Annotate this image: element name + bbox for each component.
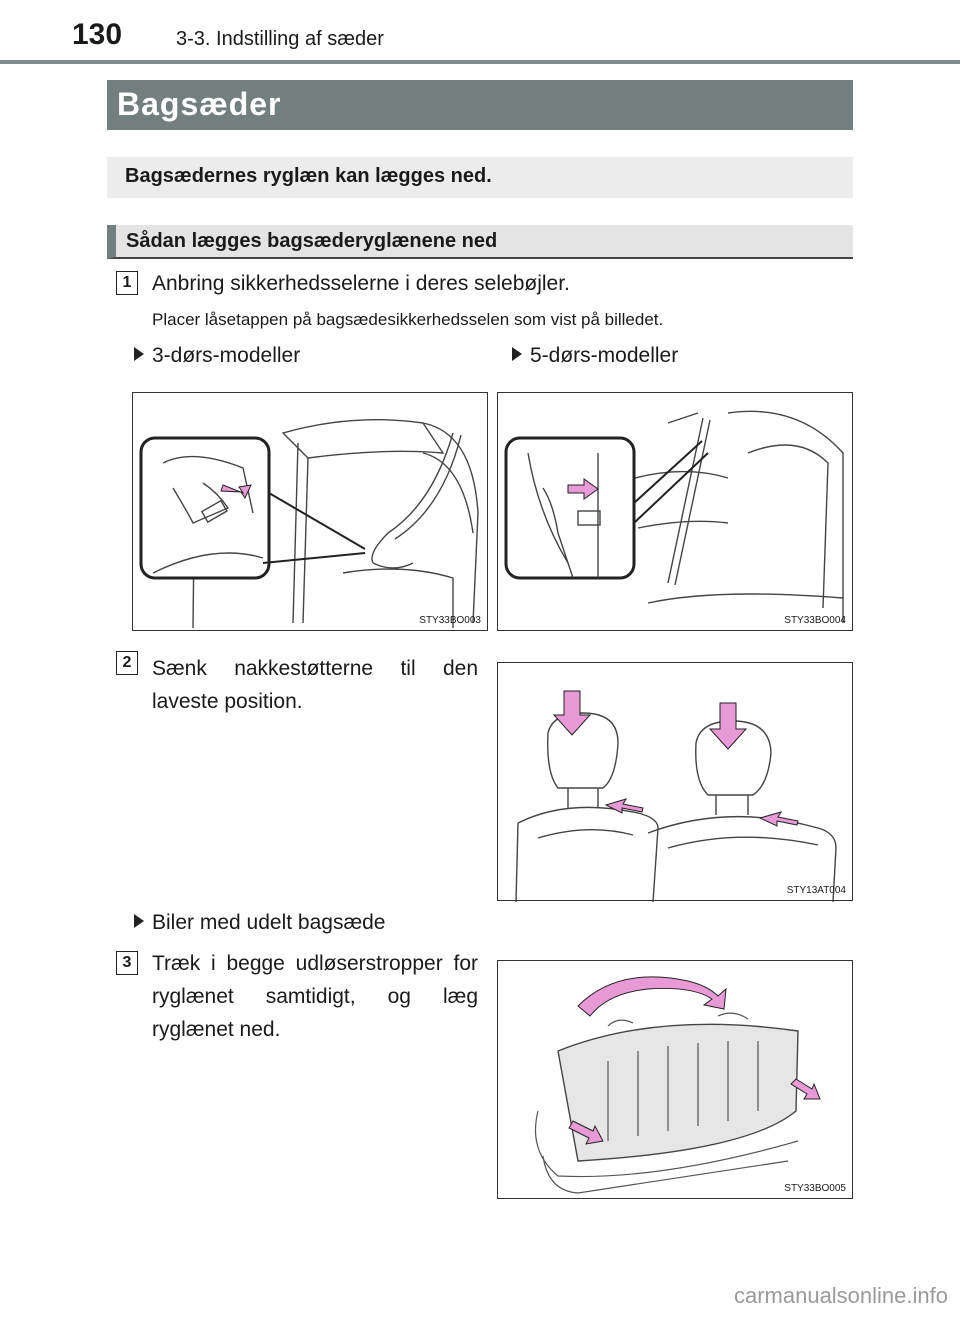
bullet-five-door-label: 5-dørs-modeller xyxy=(530,344,679,367)
fold-backrest-illustration xyxy=(534,976,821,1194)
bullet-three-door: 3-dørs-modeller xyxy=(134,344,300,368)
subheading-bar: Sådan lægges bagsæderyglænene ned xyxy=(107,225,853,259)
bullet-three-door-label: 3-dørs-modeller xyxy=(152,344,301,367)
step-1-text: Anbring sikkerhedsselerne i deres selebø… xyxy=(152,272,570,295)
figure-code: STY33BO005 xyxy=(784,1183,846,1194)
intro-bar: Bagsædernes ryglæn kan lægges ned. xyxy=(107,157,853,198)
figure-headrests: STY13AT004 xyxy=(497,662,853,902)
watermark: carmanualsonline.info xyxy=(733,1283,948,1308)
figure-5-door-seatbelt: STY33BO004 xyxy=(497,392,853,631)
headrests-illustration xyxy=(515,690,837,902)
figure-code: STY33BO003 xyxy=(419,615,481,626)
figure-code: STY13AT004 xyxy=(786,885,846,896)
step-2-number: 2 xyxy=(116,651,138,675)
figure-fold-backrest: STY33BO005 xyxy=(497,960,853,1199)
section-header: 3-3. Indstilling af sæder xyxy=(176,28,384,50)
bullet-split-seat-label: Biler med udelt bagsæde xyxy=(152,911,386,934)
triangle-bullet-icon xyxy=(512,347,522,361)
title-bar: Bagsæder xyxy=(107,80,853,130)
step-3-number: 3 xyxy=(116,951,138,975)
figure-code: STY33BO004 xyxy=(784,615,846,626)
header-rule xyxy=(0,60,960,64)
intro-text: Bagsædernes ryglæn kan lægges ned. xyxy=(125,165,492,187)
step-1-note: Placer låsetappen på bagsædesikkerhedsse… xyxy=(152,310,664,329)
bullet-split-seat: Biler med udelt bagsæde xyxy=(134,911,385,935)
bullet-five-door: 5-dørs-modeller xyxy=(512,344,678,368)
page-number: 130 xyxy=(72,18,123,51)
step-3-text: Træk i begge udløserstropper for ryglæne… xyxy=(152,952,478,1041)
page-title: Bagsæder xyxy=(117,86,282,122)
triangle-bullet-icon xyxy=(134,347,144,361)
step-1-number: 1 xyxy=(116,271,138,295)
seatbelt-5-door-illustration xyxy=(504,410,844,623)
subheading-text: Sådan lægges bagsæderyglænene ned xyxy=(126,230,498,252)
step-2-text: Sænk nakkestøtterne til den laveste posi… xyxy=(152,657,478,713)
triangle-bullet-icon xyxy=(134,914,144,928)
seatbelt-3-door-illustration xyxy=(139,418,479,629)
figure-3-door-seatbelt: STY33BO003 xyxy=(132,392,488,631)
